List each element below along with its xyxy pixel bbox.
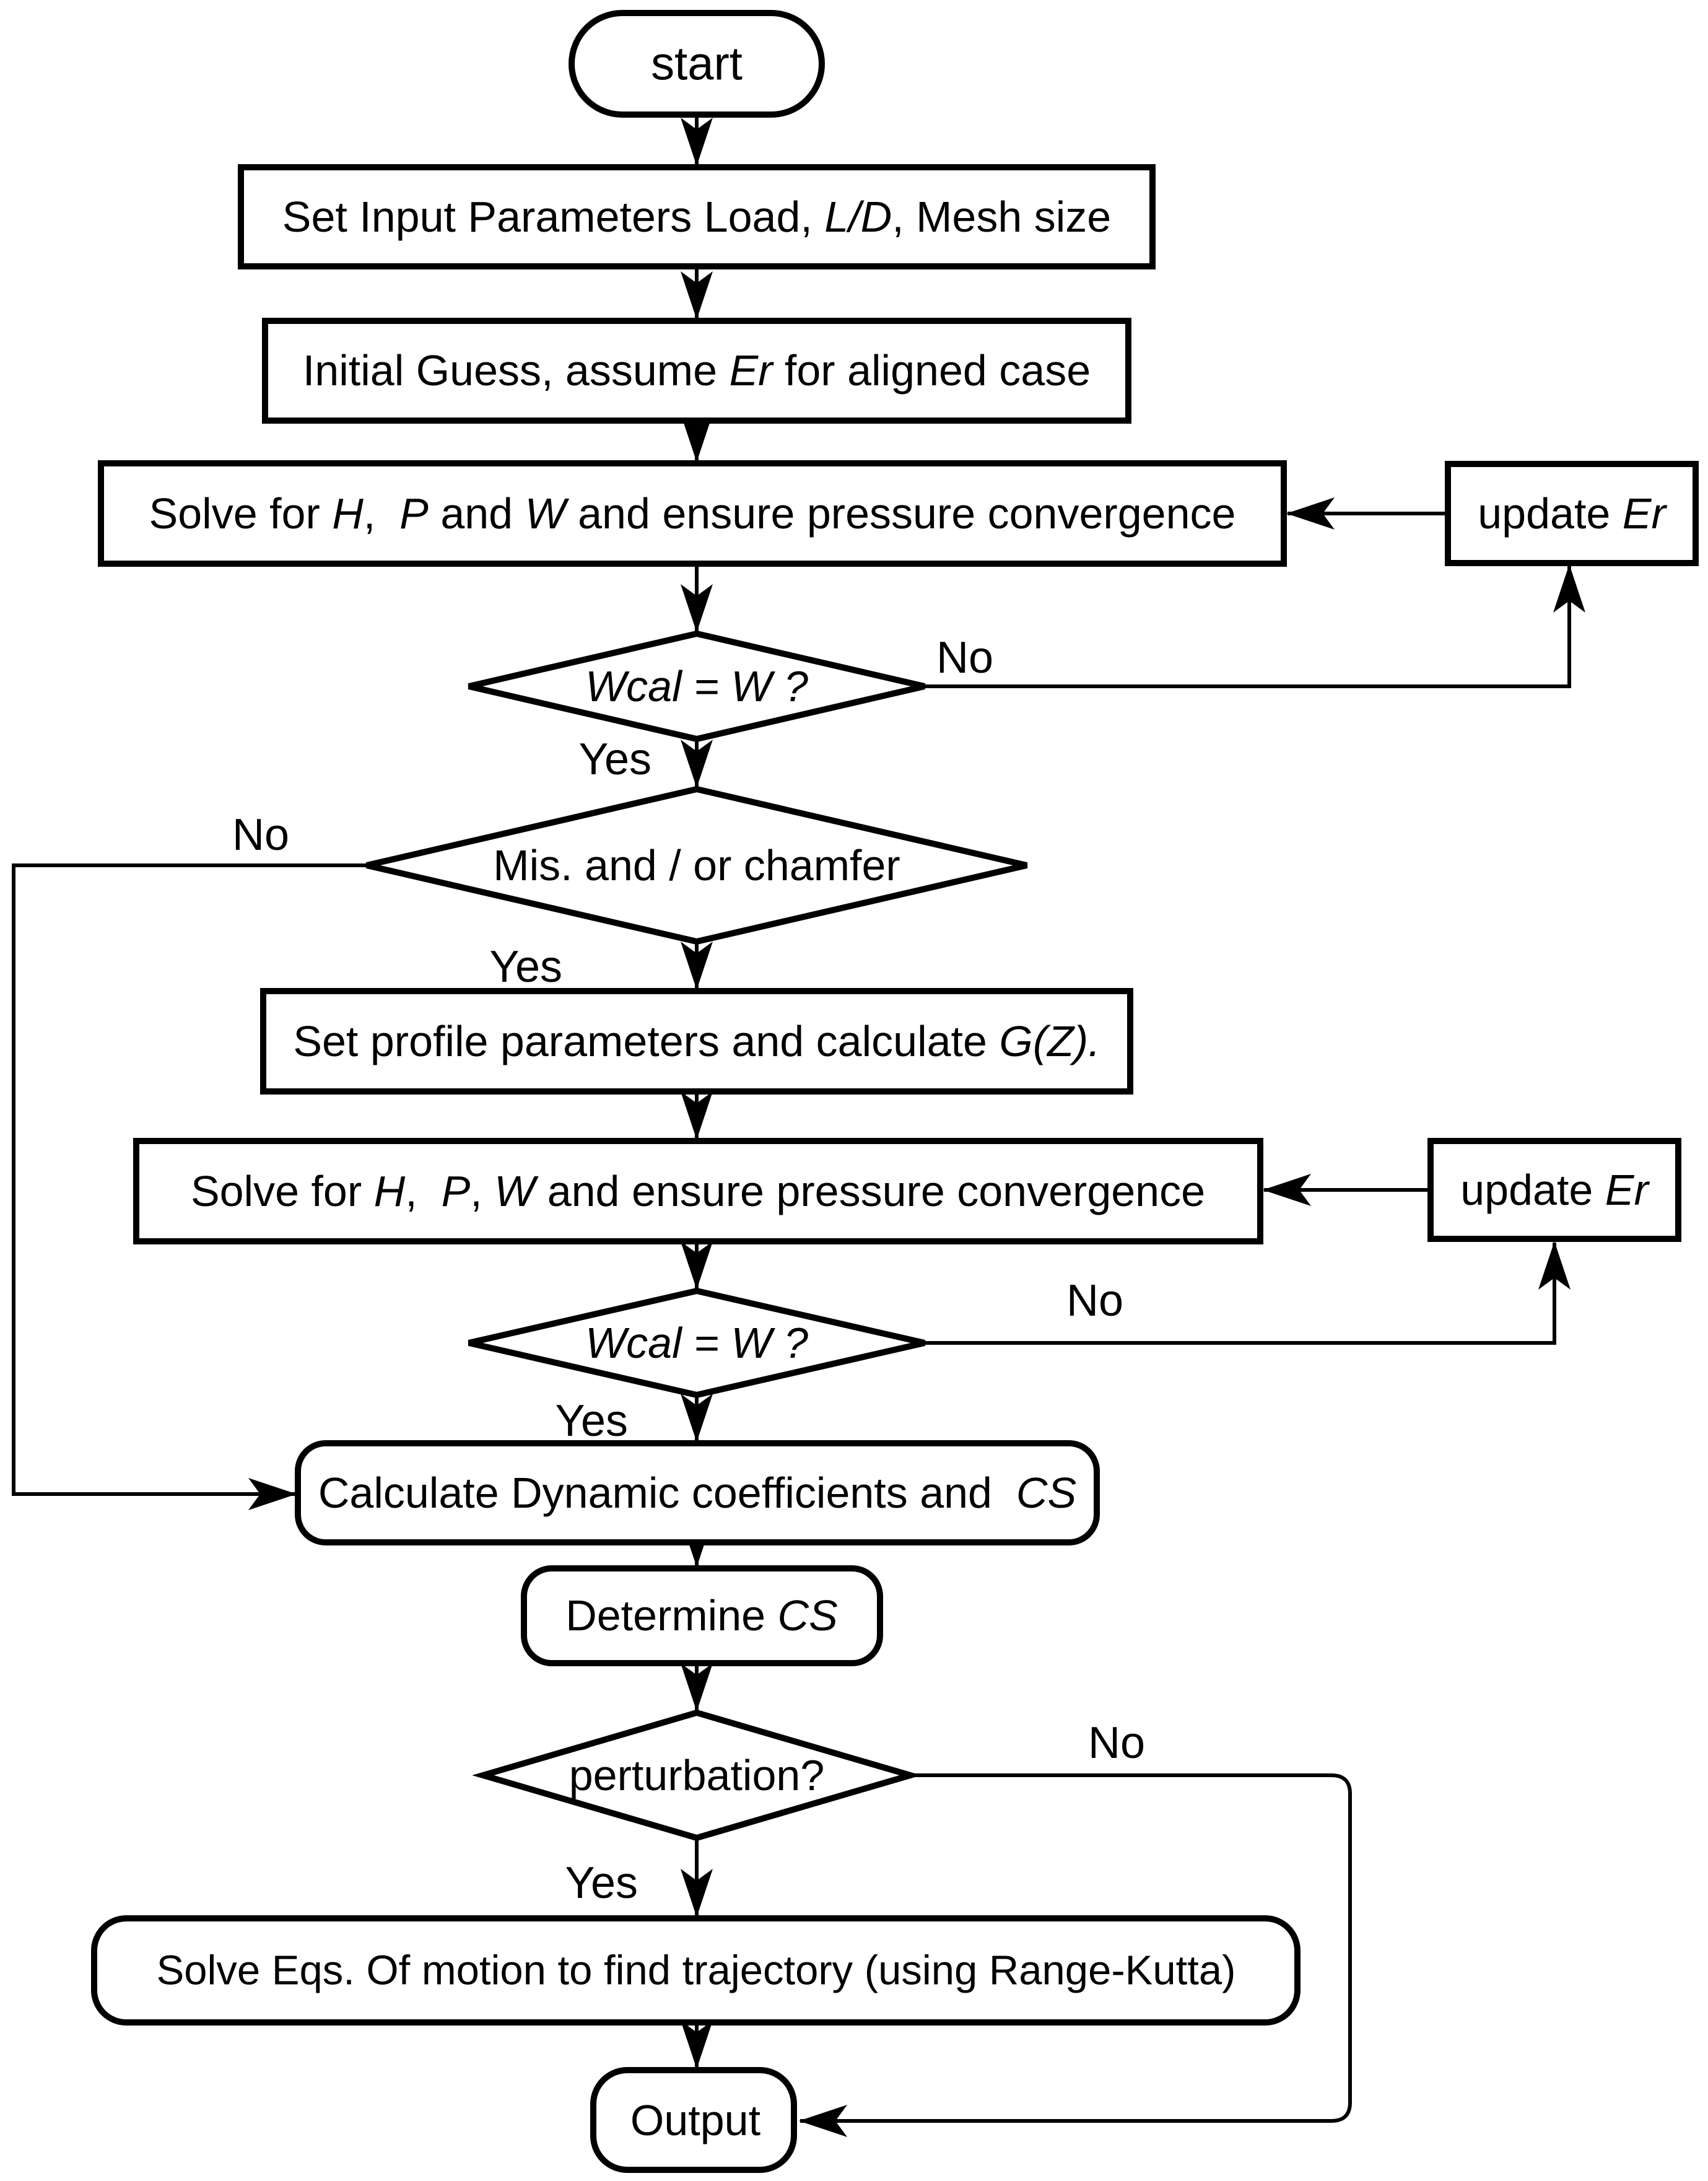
label-wcal-2-yes: Yes [556,1396,628,1446]
rounded-process-shape [295,1440,1100,1545]
label-wcal-1-no: No [936,633,993,683]
perturbation-label: perturbation? [569,1751,825,1799]
process-shape [260,988,1133,1095]
nodes-layer: start Set Input Parameters Load, L/D, Me… [91,10,1699,2173]
process-shape [1445,461,1699,566]
update-er-2-label: update Er [1460,1166,1650,1214]
process-shape [133,1138,1263,1244]
decision-shape [365,785,1028,945]
wcal-2-label: Wcal = W ? [585,1319,808,1367]
set-input-label: Set Input Parameters Load, L/D, Mesh siz… [282,193,1111,241]
start-label: start [651,38,743,90]
node-update-er-1: update Er [1445,461,1699,566]
calculate-dynamic-label: Calculate Dynamic coefficients and CS [318,1469,1076,1517]
node-determine-cs: Determine CS [521,1565,883,1666]
label-perturbation-no: No [1088,1718,1145,1768]
edge-mis-chamfer-no-to-calculate [12,863,367,1510]
decision-shape [468,1287,926,1399]
decision-wcal-1: Wcal = W ? [468,630,926,743]
solve-1-label: Solve for H, P and W and ensure pressure… [149,489,1236,538]
label-wcal-1-yes: Yes [579,735,651,784]
mis-chamfer-label: Mis. and / or chamfer [493,841,900,889]
decision-perturbation: perturbation? [472,1709,922,1842]
process-shape [262,318,1131,424]
process-shape [1427,1138,1681,1242]
output-label: Output [630,2096,760,2144]
label-perturbation-yes: Yes [565,1858,638,1908]
node-solve-motion-trajectory: Solve Eqs. Of motion to find trajectory … [91,1915,1301,2026]
terminal-shape [590,2067,797,2173]
decision-shape [472,1709,922,1842]
process-shape [98,460,1287,567]
wcal-1-label: Wcal = W ? [585,662,808,710]
edge-wcal-1-no-to-update-er-1 [925,564,1585,688]
node-initial-guess: Initial Guess, assume Er for aligned cas… [262,318,1131,424]
branch-labels-layer: No Yes No Yes No Yes No Yes [232,633,1145,1908]
label-mis-chamfer-no: No [232,810,289,860]
terminal-shape [569,10,825,118]
node-update-er-2: update Er [1427,1138,1681,1242]
node-calculate-dynamic-coefficients: Calculate Dynamic coefficients and CS [295,1440,1100,1545]
set-profile-label: Set profile parameters and calculate G(Z… [293,1017,1100,1065]
decision-mis-chamfer: Mis. and / or chamfer [365,785,1028,945]
determine-cs-label: Determine CS [565,1591,838,1640]
edges-layer [12,115,1585,2137]
node-set-input-parameters: Set Input Parameters Load, L/D, Mesh siz… [238,164,1156,269]
decision-shape [468,630,926,743]
update-er-1-label: update Er [1478,489,1667,538]
solve-2-label: Solve for H, P, W and ensure pressure co… [191,1167,1205,1215]
decision-wcal-2: Wcal = W ? [468,1287,926,1399]
edge-wcal-2-no-to-update-er-2 [925,1241,1571,1345]
edge-perturbation-no-to-output [799,1773,1352,2137]
rounded-process-shape [521,1565,883,1666]
label-mis-chamfer-yes: Yes [490,942,562,992]
process-shape [238,164,1156,269]
solve-motion-label: Solve Eqs. Of motion to find trajectory … [157,1947,1236,1994]
node-start: start [569,10,825,118]
node-solve-pressure-2: Solve for H, P, W and ensure pressure co… [133,1138,1263,1244]
label-wcal-2-no: No [1066,1276,1123,1326]
node-solve-pressure-1: Solve for H, P and W and ensure pressure… [98,460,1287,567]
initial-guess-label: Initial Guess, assume Er for aligned cas… [303,346,1091,395]
node-output: Output [590,2067,797,2173]
rounded-process-shape [91,1915,1301,2026]
node-set-profile-parameters: Set profile parameters and calculate G(Z… [260,988,1133,1095]
